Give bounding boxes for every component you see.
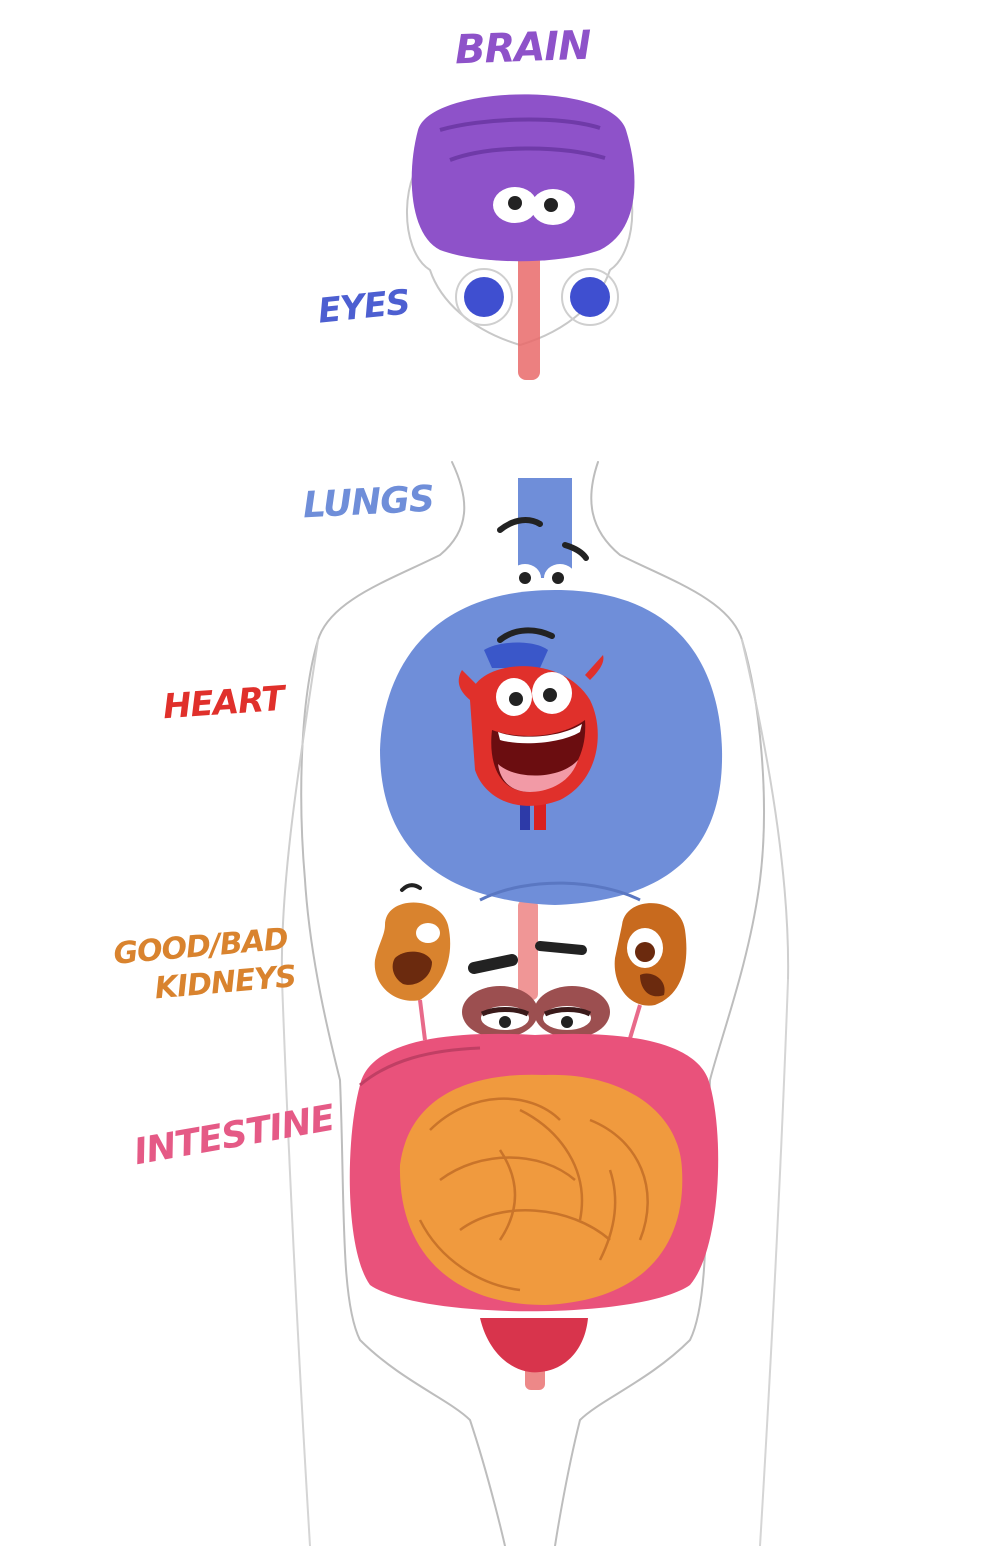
eyes-character [455, 268, 619, 326]
heart-character [458, 627, 604, 830]
brain-character [411, 94, 635, 262]
intestine-character [349, 1033, 719, 1373]
heart-label: HEART [161, 678, 286, 728]
spine-lower [518, 900, 538, 1000]
kidneys-character [374, 883, 687, 1046]
brain-label: BRAIN [454, 22, 592, 74]
body-outline [280, 119, 790, 1546]
eyes-label: EYES [316, 282, 412, 332]
stomach-character [462, 986, 610, 1038]
kidneys-label: GOOD/BAD KIDNEYS [112, 920, 297, 1010]
brain-stem [518, 240, 540, 380]
lungs-label: LUNGS [301, 478, 435, 527]
